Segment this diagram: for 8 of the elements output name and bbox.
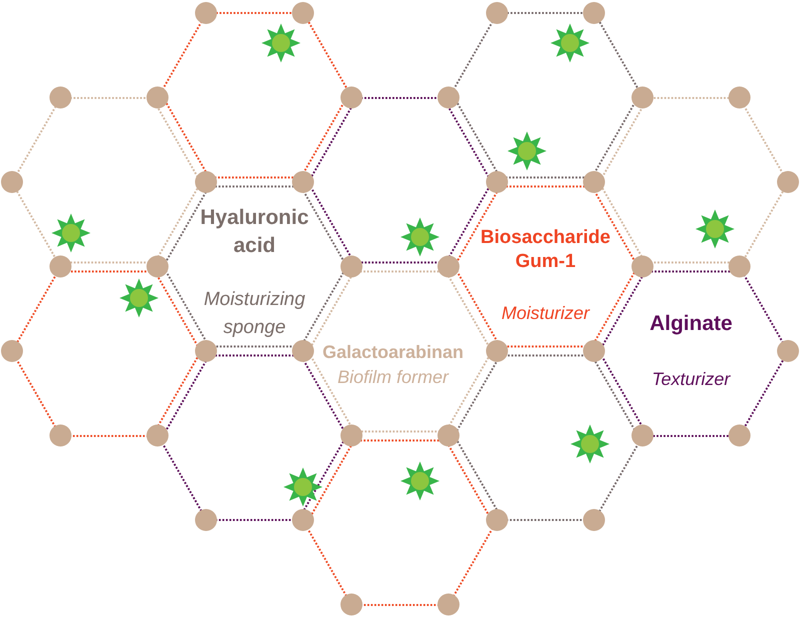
- ingredient-name: Galactoarabinan: [322, 341, 464, 364]
- ingredient-name: Hyaluronic acid: [199, 205, 310, 259]
- ingredient-name: Biosaccharide Gum-1: [480, 226, 612, 274]
- function-label: Biofilm former: [338, 366, 448, 389]
- function-label: Texturizer: [652, 368, 730, 391]
- ingredient-name: Alginate: [650, 311, 732, 337]
- function-label: Moisturizing sponge: [202, 288, 306, 340]
- function-label: Moisturizer: [502, 302, 590, 325]
